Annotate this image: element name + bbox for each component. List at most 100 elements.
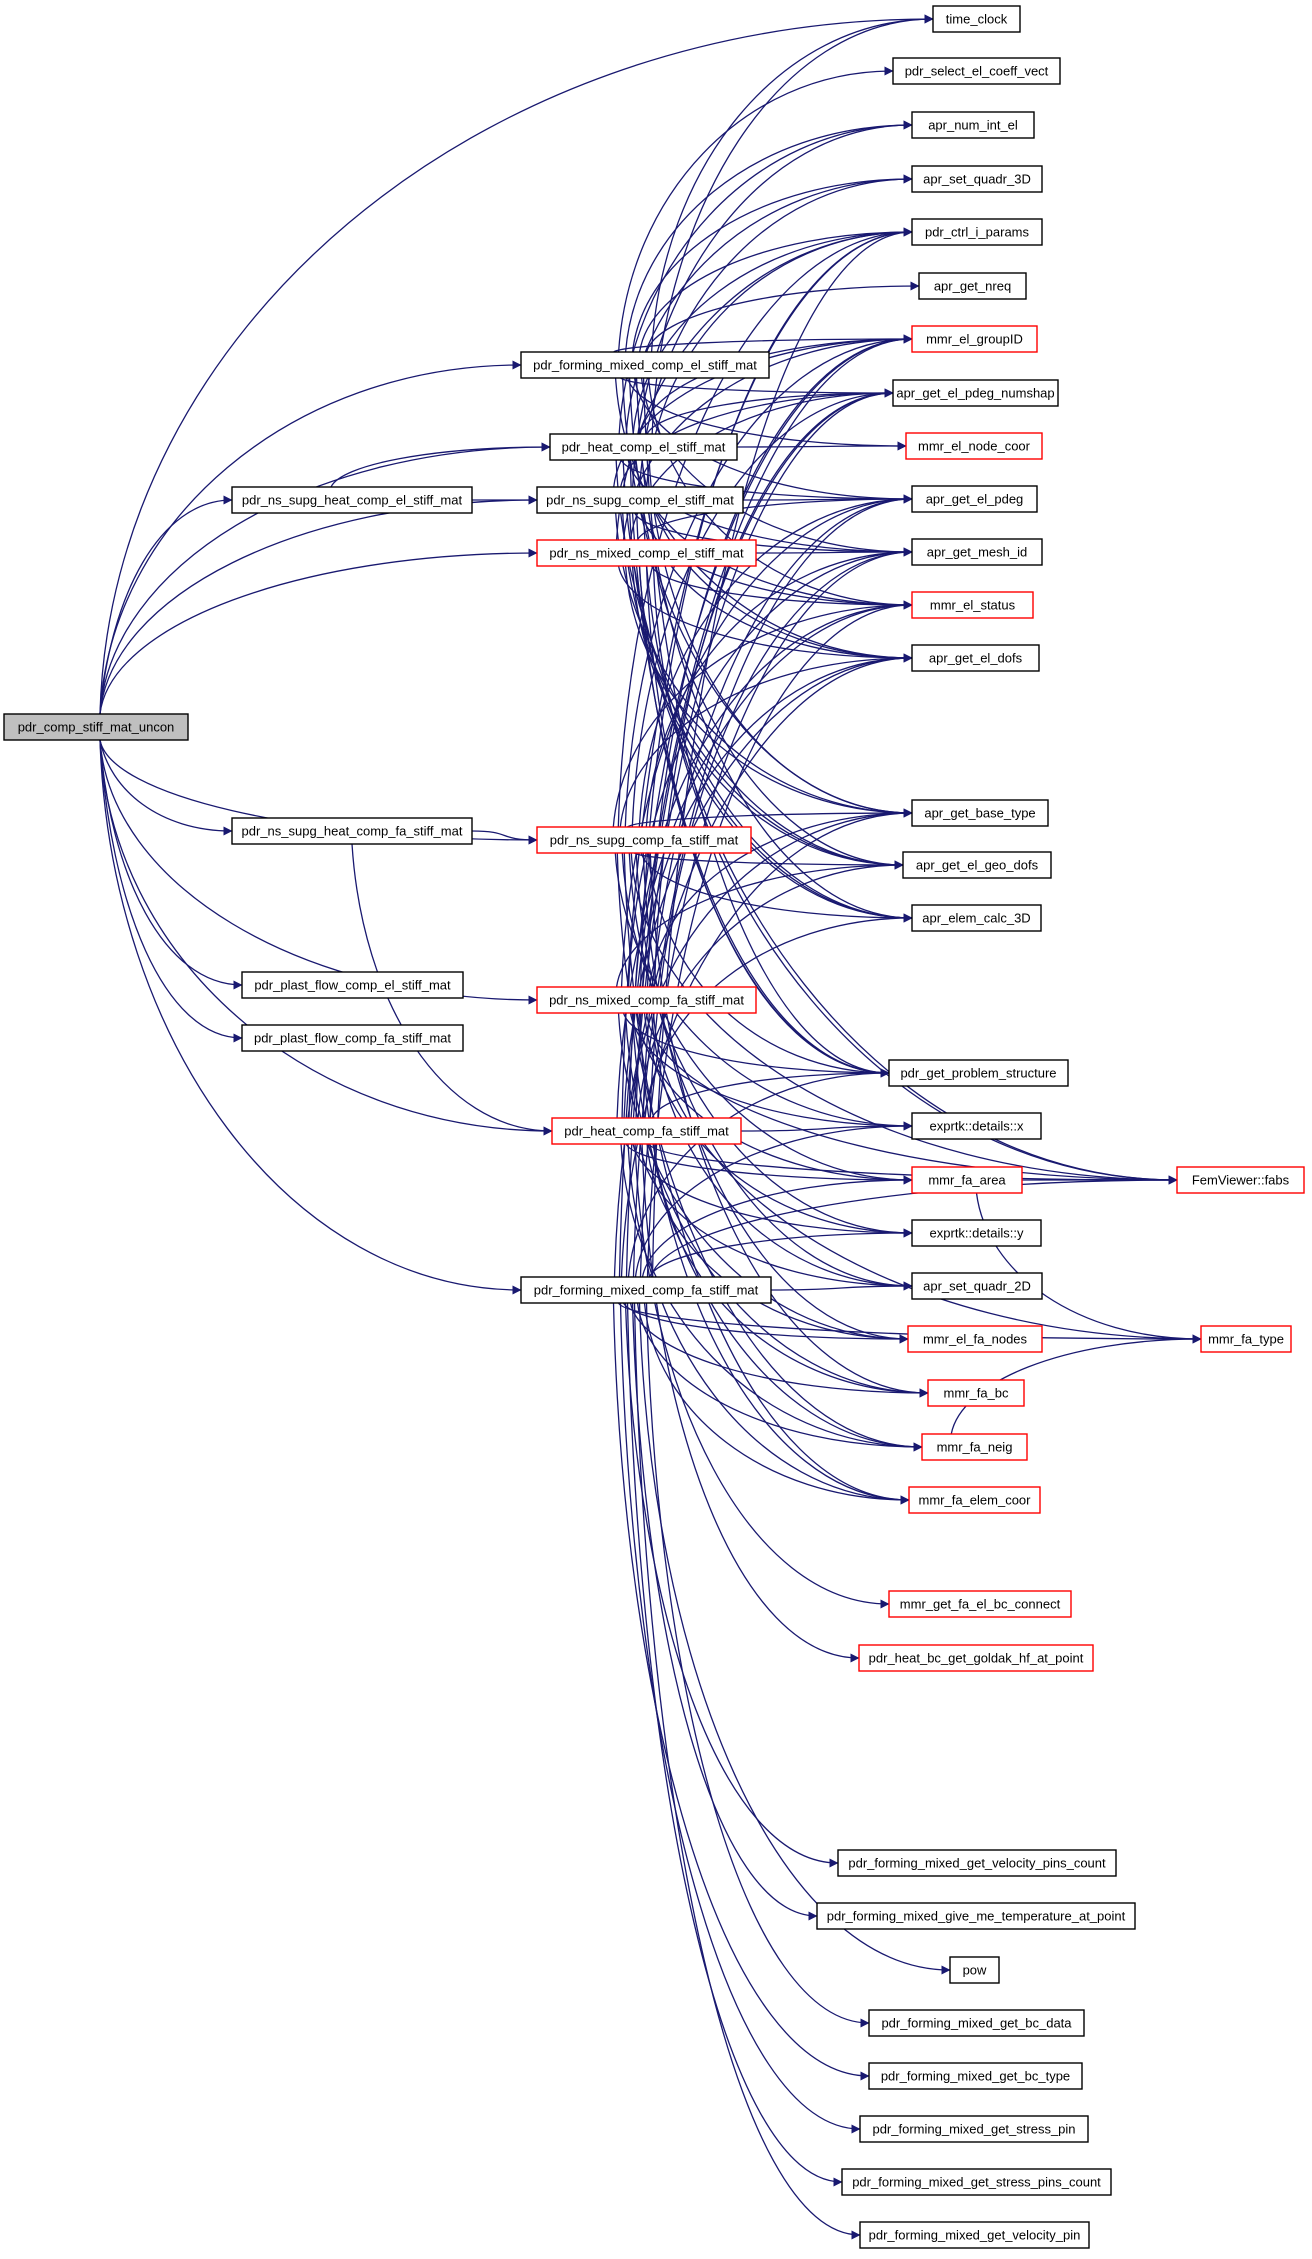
node-vel-pins-count[interactable]: pdr_forming_mixed_get_velocity_pins_coun… bbox=[837, 1849, 1117, 1877]
edge-forming-fa-to-ctrl-i-params bbox=[651, 227, 913, 1278]
node-get-el-dofs[interactable]: apr_get_el_dofs bbox=[911, 644, 1040, 672]
node-box bbox=[536, 486, 744, 514]
node-label: pdr_ns_mixed_comp_el_stiff_mat bbox=[549, 546, 744, 561]
node-pow[interactable]: pow bbox=[949, 1956, 1000, 1984]
node-ns-supg-heat-el[interactable]: pdr_ns_supg_heat_comp_el_stiff_mat bbox=[231, 486, 473, 514]
edge-root-to-forming-fa bbox=[99, 739, 522, 1295]
node-exprtk-x[interactable]: exprtk::details::x bbox=[911, 1112, 1042, 1140]
node-label: mmr_fa_bc bbox=[943, 1386, 1009, 1401]
edge-forming-el-to-get-mesh-id bbox=[640, 377, 913, 557]
edge-forming-fa-to-bc-data bbox=[645, 1302, 870, 2028]
node-ns-mixed-fa[interactable]: pdr_ns_mixed_comp_fa_stiff_mat bbox=[536, 986, 757, 1014]
node-label: FemViewer::fabs bbox=[1192, 1173, 1290, 1188]
node-label: mmr_fa_type bbox=[1208, 1332, 1284, 1347]
node-label: pdr_forming_mixed_get_velocity_pins_coun… bbox=[848, 1856, 1106, 1871]
node-base-type[interactable]: apr_get_base_type bbox=[911, 799, 1049, 827]
node-time-clock[interactable]: time_clock bbox=[932, 5, 1021, 33]
edge-heat-el-to-el-node-coor bbox=[736, 441, 907, 451]
edge-root-to-time-clock bbox=[99, 14, 934, 715]
edge-forming-fa-to-base-type bbox=[620, 808, 913, 1278]
node-select-coeff[interactable]: pdr_select_el_coeff_vect bbox=[892, 57, 1061, 85]
edge-root-to-forming-el bbox=[99, 360, 522, 715]
node-pdeg-numshap[interactable]: apr_get_el_pdeg_numshap bbox=[892, 379, 1059, 407]
node-heat-fa[interactable]: pdr_heat_comp_fa_stiff_mat bbox=[551, 1117, 742, 1145]
edge-forming-fa-to-el-groupid bbox=[618, 334, 913, 1278]
node-label: mmr_el_node_coor bbox=[918, 439, 1031, 454]
node-root[interactable]: pdr_comp_stiff_mat_uncon bbox=[3, 713, 189, 741]
node-label: pdr_plast_flow_comp_fa_stiff_mat bbox=[254, 1031, 451, 1046]
node-num-int-el[interactable]: apr_num_int_el bbox=[911, 111, 1035, 139]
node-bc-data[interactable]: pdr_forming_mixed_get_bc_data bbox=[868, 2009, 1085, 2037]
node-el-node-coor[interactable]: mmr_el_node_coor bbox=[905, 432, 1043, 460]
node-set-quadr-2d[interactable]: apr_set_quadr_2D bbox=[911, 1272, 1043, 1300]
edge-heat-fa-to-exprtk-x bbox=[740, 1121, 913, 1132]
node-box bbox=[911, 485, 1038, 513]
node-box bbox=[911, 1112, 1042, 1140]
node-forming-fa[interactable]: pdr_forming_mixed_comp_fa_stiff_mat bbox=[520, 1276, 772, 1304]
edge-forming-el-to-set-quadr-3d bbox=[631, 174, 913, 353]
node-heat-el[interactable]: pdr_heat_comp_el_stiff_mat bbox=[549, 433, 738, 461]
node-ns-supg-fa[interactable]: pdr_ns_supg_comp_fa_stiff_mat bbox=[536, 826, 752, 854]
node-elem-calc-3d[interactable]: apr_elem_calc_3D bbox=[911, 904, 1042, 932]
node-stress-pins-count[interactable]: pdr_forming_mixed_get_stress_pins_count bbox=[841, 2168, 1112, 2196]
edge-ns-supg-el-to-elem-calc-3d bbox=[629, 512, 913, 923]
node-box bbox=[231, 486, 473, 514]
node-ns-supg-el[interactable]: pdr_ns_supg_comp_el_stiff_mat bbox=[536, 486, 744, 514]
node-set-quadr-3d[interactable]: apr_set_quadr_3D bbox=[911, 165, 1043, 193]
node-el-status[interactable]: mmr_el_status bbox=[911, 591, 1034, 619]
edge-ns-supg-fa-to-get-el-pdeg bbox=[638, 494, 913, 828]
edge-ns-mixed-el-to-geo-dofs bbox=[631, 565, 904, 870]
edge-ns-mixed-el-to-ctrl-i-params bbox=[615, 227, 913, 541]
node-label: pdr_forming_mixed_get_bc_data bbox=[881, 2016, 1072, 2031]
node-ns-mixed-el[interactable]: pdr_ns_mixed_comp_el_stiff_mat bbox=[536, 539, 757, 567]
node-problem-structure[interactable]: pdr_get_problem_structure bbox=[888, 1059, 1069, 1087]
edge-fa-neig-to-fa-type bbox=[950, 1334, 1202, 1435]
node-fa-type[interactable]: mmr_fa_type bbox=[1200, 1325, 1292, 1353]
node-box bbox=[858, 1644, 1094, 1672]
edge-root-to-heat-fa bbox=[99, 739, 553, 1136]
node-label: mmr_fa_elem_coor bbox=[919, 1493, 1032, 1508]
function-nodes: pdr_comp_stiff_mat_uncon pdr_forming_mixe… bbox=[3, 5, 1305, 2249]
node-label: apr_num_int_el bbox=[928, 118, 1018, 133]
edge-forming-fa-to-pdeg-numshap bbox=[625, 388, 894, 1278]
node-bc-type[interactable]: pdr_forming_mixed_get_bc_type bbox=[868, 2062, 1083, 2090]
node-velocity-pin[interactable]: pdr_forming_mixed_get_velocity_pin bbox=[859, 2221, 1090, 2249]
edge-forming-el-to-select-coeff bbox=[617, 66, 894, 353]
edge-root-to-plast-el bbox=[99, 739, 243, 990]
node-geo-dofs[interactable]: apr_get_el_geo_dofs bbox=[902, 851, 1052, 879]
edge-ns-supg-heat-fa-to-ns-supg-fa bbox=[471, 830, 538, 845]
node-fa-bc[interactable]: mmr_fa_bc bbox=[927, 1379, 1025, 1407]
edge-ns-supg-fa-to-get-el-dofs bbox=[619, 653, 913, 828]
node-label: pdr_forming_mixed_comp_fa_stiff_mat bbox=[534, 1283, 759, 1298]
node-temperature[interactable]: pdr_forming_mixed_give_me_temperature_at… bbox=[816, 1902, 1136, 1930]
node-get-nreq[interactable]: apr_get_nreq bbox=[918, 272, 1027, 300]
node-stress-pin[interactable]: pdr_forming_mixed_get_stress_pin bbox=[859, 2115, 1089, 2143]
node-plast-el[interactable]: pdr_plast_flow_comp_el_stiff_mat bbox=[241, 971, 464, 999]
node-box bbox=[927, 1379, 1025, 1407]
edge-ns-supg-fa-to-ctrl-i-params bbox=[617, 227, 913, 828]
node-ctrl-i-params[interactable]: pdr_ctrl_i_params bbox=[911, 218, 1043, 246]
node-exprtk-y[interactable]: exprtk::details::y bbox=[911, 1219, 1042, 1247]
edge-ns-supg-el-to-pdeg-numshap bbox=[620, 388, 894, 488]
node-plast-fa[interactable]: pdr_plast_flow_comp_fa_stiff_mat bbox=[241, 1024, 464, 1052]
node-get-el-pdeg[interactable]: apr_get_el_pdeg bbox=[911, 485, 1038, 513]
node-ns-supg-heat-fa[interactable]: pdr_ns_supg_heat_comp_fa_stiff_mat bbox=[231, 817, 473, 845]
edge-ns-mixed-fa-to-get-el-dofs bbox=[641, 653, 913, 988]
edge-root-to-ns-supg-heat-fa bbox=[99, 739, 233, 836]
edge-ns-mixed-el-to-problem-structure bbox=[645, 565, 890, 1078]
node-fa-elem-coor[interactable]: mmr_fa_elem_coor bbox=[908, 1486, 1041, 1514]
node-el-groupid[interactable]: mmr_el_groupID bbox=[911, 325, 1038, 353]
node-forming-el[interactable]: pdr_forming_mixed_comp_el_stiff_mat bbox=[520, 351, 770, 379]
node-box bbox=[902, 851, 1052, 879]
node-fa-neig[interactable]: mmr_fa_neig bbox=[921, 1433, 1028, 1461]
node-fabs[interactable]: FemViewer::fabs bbox=[1176, 1166, 1305, 1194]
node-goldak[interactable]: pdr_heat_bc_get_goldak_hf_at_point bbox=[858, 1644, 1094, 1672]
node-get-mesh-id[interactable]: apr_get_mesh_id bbox=[911, 538, 1043, 566]
node-label: mmr_el_fa_nodes bbox=[923, 1332, 1028, 1347]
node-el-fa-nodes[interactable]: mmr_el_fa_nodes bbox=[907, 1325, 1043, 1353]
node-fa-el-bc-connect[interactable]: mmr_get_fa_el_bc_connect bbox=[888, 1590, 1072, 1618]
edge-ns-mixed-el-to-elem-calc-3d bbox=[638, 565, 913, 923]
node-fa-area[interactable]: mmr_fa_area bbox=[911, 1166, 1023, 1194]
node-box bbox=[911, 904, 1042, 932]
